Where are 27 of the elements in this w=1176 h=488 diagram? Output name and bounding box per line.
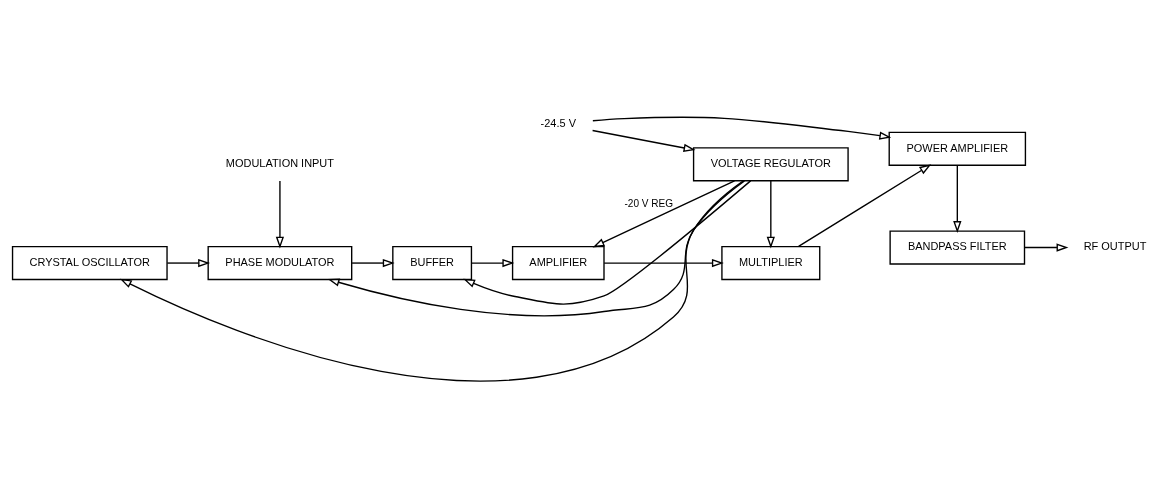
arrow: [591, 129, 696, 152]
arrow: [797, 163, 932, 247]
node-box: POWER AMPLIFIER: [888, 131, 1027, 166]
arrow: [275, 179, 285, 249]
arrow: [463, 179, 752, 305]
arrow: [327, 179, 746, 316]
arrow: [603, 258, 724, 267]
node-text: RF OUTPUT: [1083, 239, 1147, 252]
node-box: CRYSTAL OSCILLATOR: [11, 245, 168, 280]
node-box: VOLTAGE REGULATOR: [692, 146, 849, 181]
edge-label: -20 V REG: [624, 197, 674, 209]
node-box: MULTIPLIER: [721, 245, 821, 280]
node-box: BUFFER: [392, 245, 473, 280]
node-box: PHASE MODULATOR: [207, 245, 353, 280]
arrow: [166, 258, 211, 267]
arrow: [1024, 242, 1069, 252]
node-text: -24.5 V: [540, 116, 576, 129]
arrow: [471, 258, 515, 267]
node-box: BANDPASS FILTER: [889, 229, 1026, 265]
arrow: [351, 258, 395, 267]
node-text: MODULATION INPUT: [225, 156, 334, 169]
arrow: [592, 179, 736, 247]
arrow: [592, 116, 892, 140]
node-box: AMPLIFIER: [511, 245, 605, 280]
arrow: [766, 179, 775, 249]
arrow: [119, 179, 744, 382]
arrow: [953, 164, 962, 233]
